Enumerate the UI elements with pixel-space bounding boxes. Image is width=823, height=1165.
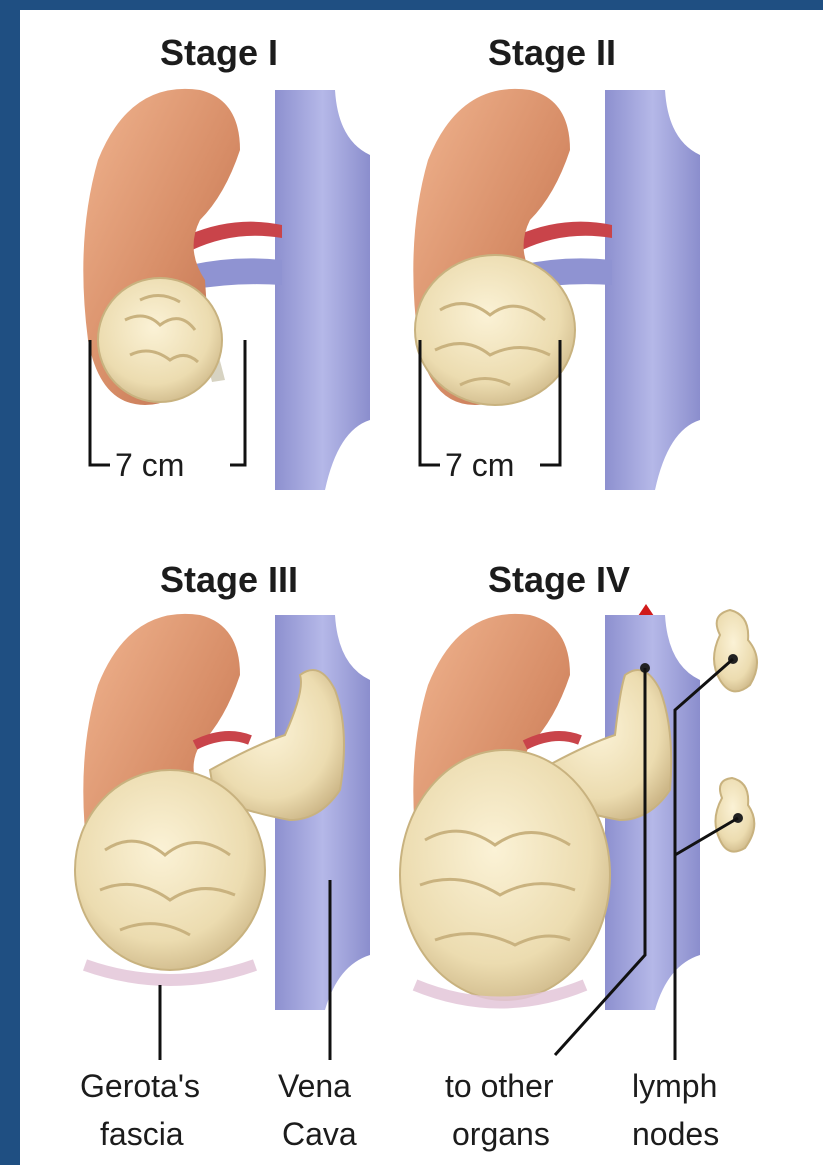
- stage-1-title: Stage I: [160, 32, 278, 73]
- renal-artery: [525, 736, 580, 745]
- vena-cava-label-line2: Cava: [282, 1116, 357, 1152]
- stage-4-title: Stage IV: [488, 559, 630, 600]
- gerota-label-line1: Gerota's: [80, 1068, 200, 1104]
- organs-label-line1: to other: [445, 1068, 554, 1104]
- stage-2-title: Stage II: [488, 32, 616, 73]
- vena-cava-label-line1: Vena: [278, 1068, 351, 1104]
- stage-2-panel: Stage II 7 cm: [413, 32, 700, 490]
- renal-artery: [188, 222, 282, 250]
- gerota-label-line2: fascia: [100, 1116, 184, 1152]
- stage-3-panel: Stage III: [75, 559, 370, 1060]
- lymph-label-line1: lymph: [632, 1068, 717, 1104]
- stage-4-panel: Stage IV: [400, 559, 757, 1060]
- renal-artery: [518, 222, 612, 250]
- vena-cava: [605, 90, 700, 490]
- lymph-node: [714, 610, 757, 691]
- diagram-panel: Stage I 7 cm Stage II 7 cm Stage III: [20, 10, 823, 1165]
- vena-cava: [275, 90, 370, 490]
- labels: Gerota's fascia Vena Cava to other organ…: [80, 1068, 719, 1152]
- organs-label-line2: organs: [452, 1116, 550, 1152]
- tumor: [400, 750, 610, 1000]
- lymph-label-line2: nodes: [632, 1116, 719, 1152]
- tumor: [75, 770, 265, 970]
- kidney-cancer-stages-diagram: Stage I 7 cm Stage II 7 cm Stage III: [20, 10, 823, 1165]
- stage-2-size-label: 7 cm: [445, 447, 514, 483]
- tumor: [415, 255, 575, 405]
- renal-artery: [195, 736, 250, 745]
- stage-1-panel: Stage I 7 cm: [83, 32, 370, 490]
- stage-3-title: Stage III: [160, 559, 298, 600]
- stage-1-size-label: 7 cm: [115, 447, 184, 483]
